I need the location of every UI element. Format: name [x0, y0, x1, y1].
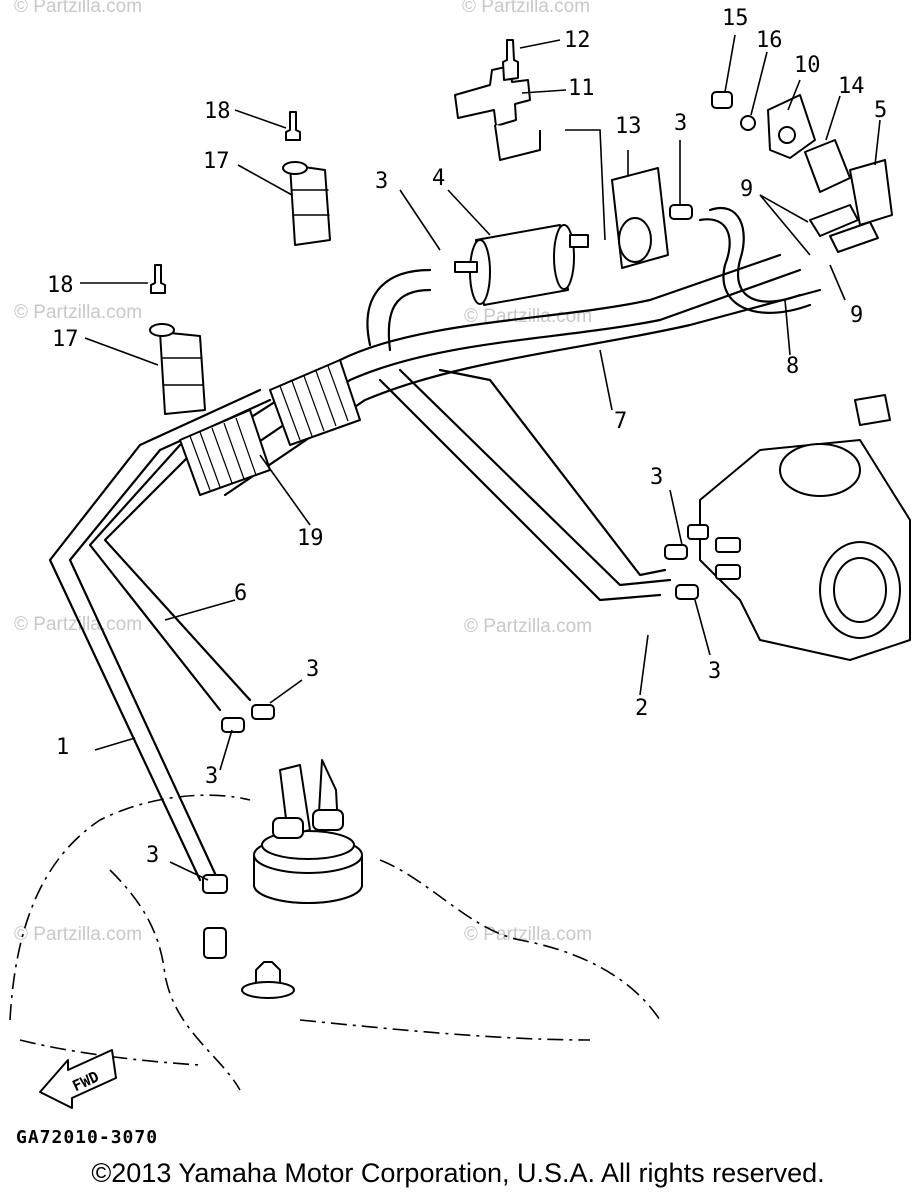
- callout-leaders: [80, 34, 881, 881]
- fuel-filter: [454, 224, 589, 306]
- callout-17: 17: [203, 149, 230, 174]
- callout-9: 9: [740, 177, 753, 202]
- rubber-mount: [611, 167, 669, 269]
- watermark: © Partzilla.com: [464, 924, 592, 945]
- callout-12: 12: [564, 28, 591, 53]
- callout-19: 19: [297, 526, 324, 551]
- callout-11: 11: [568, 76, 595, 101]
- throttle-body: [687, 394, 911, 661]
- fuel-tank: [9, 759, 661, 1091]
- watermark: © Partzilla.com: [464, 616, 592, 637]
- callout-3: 3: [306, 657, 319, 682]
- callout-labels: 1 2 3 3 3 3 3 3 3 4 5 6 7 8 9 9 10 11 12…: [47, 6, 887, 868]
- watermark: © Partzilla.com: [14, 614, 142, 635]
- watermark: © Partzilla.com: [14, 924, 142, 945]
- callout-4: 4: [432, 166, 445, 191]
- bracket: [454, 39, 541, 161]
- watermark: © Partzilla.com: [14, 302, 142, 323]
- callout-1: 1: [56, 735, 69, 760]
- callout-8: 8: [786, 354, 799, 379]
- watermark: © Partzilla.com: [462, 0, 590, 17]
- callout-6: 6: [234, 581, 247, 606]
- copyright-notice: ©2013 Yamaha Motor Corporation, U.S.A. A…: [91, 1158, 825, 1188]
- callout-17: 17: [52, 327, 79, 352]
- callout-7: 7: [614, 409, 627, 434]
- callout-14: 14: [838, 74, 865, 99]
- diagram-code: GA72010-3070: [16, 1127, 159, 1148]
- callout-9: 9: [850, 303, 863, 328]
- pressure-regulator: [711, 91, 893, 253]
- watermark: © Partzilla.com: [14, 0, 142, 17]
- callout-3: 3: [650, 465, 663, 490]
- callout-13: 13: [615, 114, 642, 139]
- hose-clamps: [202, 204, 699, 894]
- callout-2: 2: [635, 696, 648, 721]
- hose-holders: [149, 111, 331, 415]
- callout-15: 15: [722, 6, 749, 31]
- callout-3: 3: [708, 659, 721, 684]
- callout-3: 3: [146, 843, 159, 868]
- callout-3: 3: [205, 764, 218, 789]
- hose-protector: [179, 359, 361, 496]
- callout-5: 5: [874, 98, 887, 123]
- callout-18: 18: [47, 273, 74, 298]
- callout-18: 18: [204, 99, 231, 124]
- callout-16: 16: [756, 28, 783, 53]
- callout-10: 10: [794, 53, 821, 78]
- fwd-arrow: FWD: [39, 1049, 117, 1109]
- hoses: [48, 207, 822, 882]
- callout-3: 3: [375, 169, 388, 194]
- watermarks: © Partzilla.com © Partzilla.com © Partzi…: [14, 0, 592, 945]
- callout-3: 3: [674, 111, 687, 136]
